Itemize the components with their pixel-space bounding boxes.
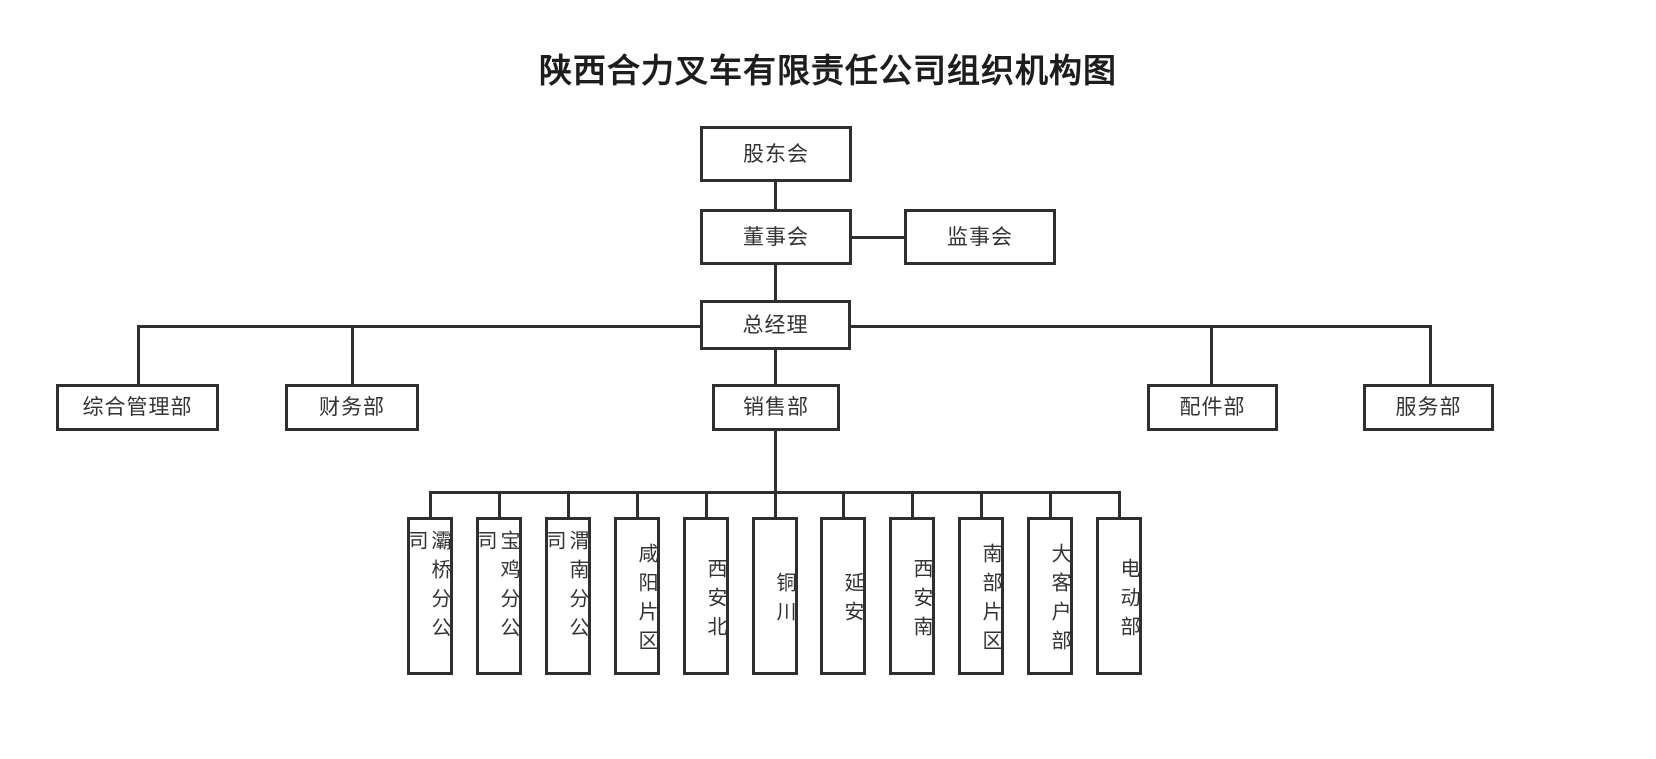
node-label: 财务部 — [319, 395, 385, 420]
node-sales-unit-yanan[interactable]: 延安 — [820, 517, 866, 675]
node-general-manager[interactable]: 总经理 — [700, 300, 851, 350]
connector-board-to-gm — [774, 265, 777, 300]
connector-sales-drop-2 — [498, 491, 501, 517]
node-sales-unit-xianyang-area[interactable]: 咸阳片区 — [614, 517, 660, 675]
node-label: 延安 — [841, 572, 863, 630]
connector-gm-drop-service — [1429, 325, 1432, 384]
connector-gm-to-sales — [774, 350, 777, 384]
node-label: 销售部 — [743, 395, 809, 420]
node-sales-unit-bagqiao-branch[interactable]: 灞桥分公司 — [405, 517, 453, 675]
connector-gm-bus-left — [137, 325, 703, 328]
connector-sales-drop-5 — [705, 491, 708, 517]
node-label: 咸阳片区 — [635, 543, 657, 659]
connector-sales-drop-7 — [842, 491, 845, 517]
node-label: 大客户部 — [1048, 543, 1070, 659]
node-label: 西安南 — [910, 557, 932, 645]
connector-gm-drop-parts — [1210, 325, 1213, 384]
connector-sales-drop-4 — [636, 491, 639, 517]
node-board-of-directors[interactable]: 董事会 — [700, 209, 852, 265]
connector-sales-drop-3 — [567, 491, 570, 517]
connector-sales-to-bus — [774, 431, 777, 493]
connector-gm-drop-general-management — [137, 325, 140, 384]
node-label: 服务部 — [1395, 395, 1462, 420]
page-title: 陕西合力叉车有限责任公司组织机构图 — [539, 52, 1117, 89]
connector-gm-drop-finance — [351, 325, 354, 384]
node-department-sales[interactable]: 销售部 — [712, 384, 840, 431]
node-label: 股东会 — [743, 141, 809, 166]
node-sales-unit-xian-south[interactable]: 西安南 — [889, 517, 935, 675]
node-label: 董事会 — [743, 224, 809, 249]
node-department-finance[interactable]: 财务部 — [285, 384, 419, 431]
node-label: 宝鸡分公司 — [474, 530, 519, 646]
node-label: 南部片区 — [979, 543, 1001, 659]
connector-sales-drop-9 — [980, 491, 983, 517]
node-label: 铜川 — [773, 572, 795, 630]
connector-sales-drop-1 — [429, 491, 432, 517]
node-label: 灞桥分公司 — [405, 530, 450, 646]
node-label: 电动部 — [1117, 557, 1139, 645]
node-sales-unit-weinan-branch[interactable]: 渭南分公司 — [543, 517, 591, 675]
node-label: 监事会 — [947, 224, 1013, 249]
node-sales-unit-southern-area[interactable]: 南部片区 — [958, 517, 1004, 675]
node-sales-unit-xian-north[interactable]: 西安北 — [683, 517, 729, 675]
node-department-general-management[interactable]: 综合管理部 — [56, 384, 219, 431]
node-label: 西安北 — [704, 557, 726, 645]
connector-sales-drop-6 — [774, 491, 777, 517]
connector-shareholders-to-board — [774, 181, 777, 210]
node-label: 总经理 — [742, 312, 809, 337]
node-label: 综合管理部 — [82, 395, 193, 420]
node-shareholders-meeting[interactable]: 股东会 — [700, 126, 852, 182]
node-label: 配件部 — [1179, 395, 1246, 420]
connector-sales-drop-8 — [911, 491, 914, 517]
node-sales-unit-tongchuan[interactable]: 铜川 — [752, 517, 798, 675]
node-sales-unit-key-accounts[interactable]: 大客户部 — [1027, 517, 1073, 675]
connector-board-to-supervisors — [851, 236, 906, 239]
connector-sales-drop-11 — [1118, 491, 1121, 517]
node-sales-unit-baoji-branch[interactable]: 宝鸡分公司 — [474, 517, 522, 675]
node-department-parts[interactable]: 配件部 — [1147, 384, 1278, 431]
connector-sales-drop-10 — [1049, 491, 1052, 517]
node-department-service[interactable]: 服务部 — [1363, 384, 1494, 431]
node-board-of-supervisors[interactable]: 监事会 — [904, 209, 1056, 265]
node-label: 渭南分公司 — [543, 530, 588, 646]
connector-gm-bus-right — [848, 325, 1432, 328]
node-sales-unit-electric[interactable]: 电动部 — [1096, 517, 1142, 675]
